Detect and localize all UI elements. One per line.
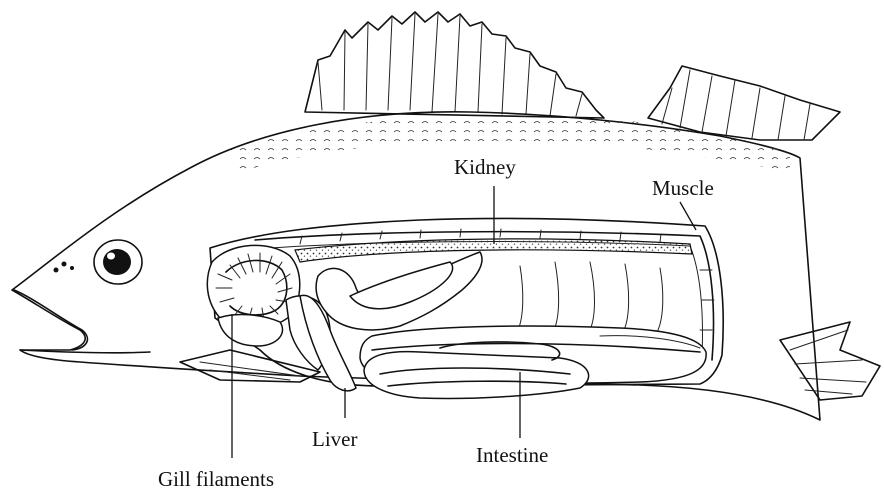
kidney-label: Kidney <box>454 155 516 179</box>
eye <box>94 240 142 284</box>
dorsal-fin-spiny <box>305 12 604 118</box>
caudal-fin <box>780 322 880 400</box>
liver-label: Liver <box>312 427 357 451</box>
intestine-label: Intestine <box>476 443 548 467</box>
stomach <box>316 252 482 330</box>
muscle-label: Muscle <box>652 176 714 200</box>
gills <box>207 245 299 346</box>
gill-filaments-label: Gill filaments <box>158 467 274 491</box>
pelvic-fin <box>180 350 320 382</box>
muscle-leader-line <box>680 202 696 230</box>
intestine <box>360 326 706 398</box>
